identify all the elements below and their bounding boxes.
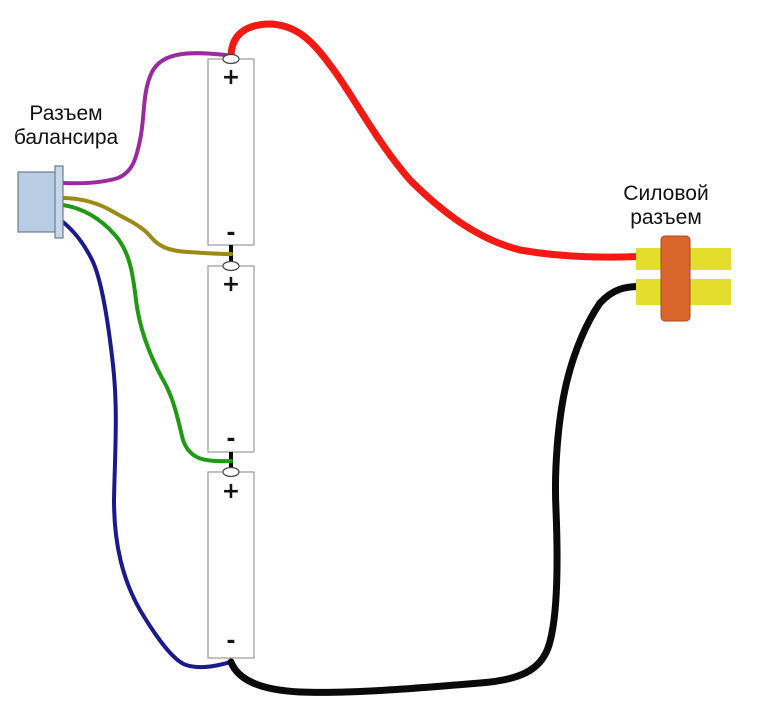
power-label-line-2: разъем [630,206,702,229]
cell-3-positive-terminal [222,466,240,478]
balancer-connector-label: Разъем балансира [0,102,132,150]
battery-cell-2 [207,265,255,453]
cell-1-minus-sign: - [226,221,235,246]
balancer-label-line-2: балансира [13,126,119,149]
cell-2-plus-sign: + [222,272,240,297]
balancer-connector-body [17,171,59,233]
cell-1-plus-sign: + [222,65,240,90]
cell-3-minus-sign: - [226,629,235,654]
power-connector-label: Силовой разъем [606,182,726,230]
wire-purple [61,51,228,186]
wire-olive [61,196,233,256]
battery-cell-1 [207,58,255,246]
balancer-connector-flange [54,165,64,239]
cell-1-positive-terminal [222,53,240,65]
balancer-label-line-1: Разъем [29,102,103,125]
wire-black-power-negative [227,283,649,696]
cell-2-positive-terminal [222,260,240,272]
wire-blue [61,220,233,670]
power-connector [636,235,731,322]
wire-red-power-positive [227,20,656,261]
cell-2-minus-sign: - [226,427,235,452]
power-connector-body [660,235,691,322]
balancer-connector [17,165,64,239]
power-label-line-1: Силовой [623,182,709,205]
cell-3-plus-sign: + [222,479,240,504]
wire-green [61,203,233,464]
